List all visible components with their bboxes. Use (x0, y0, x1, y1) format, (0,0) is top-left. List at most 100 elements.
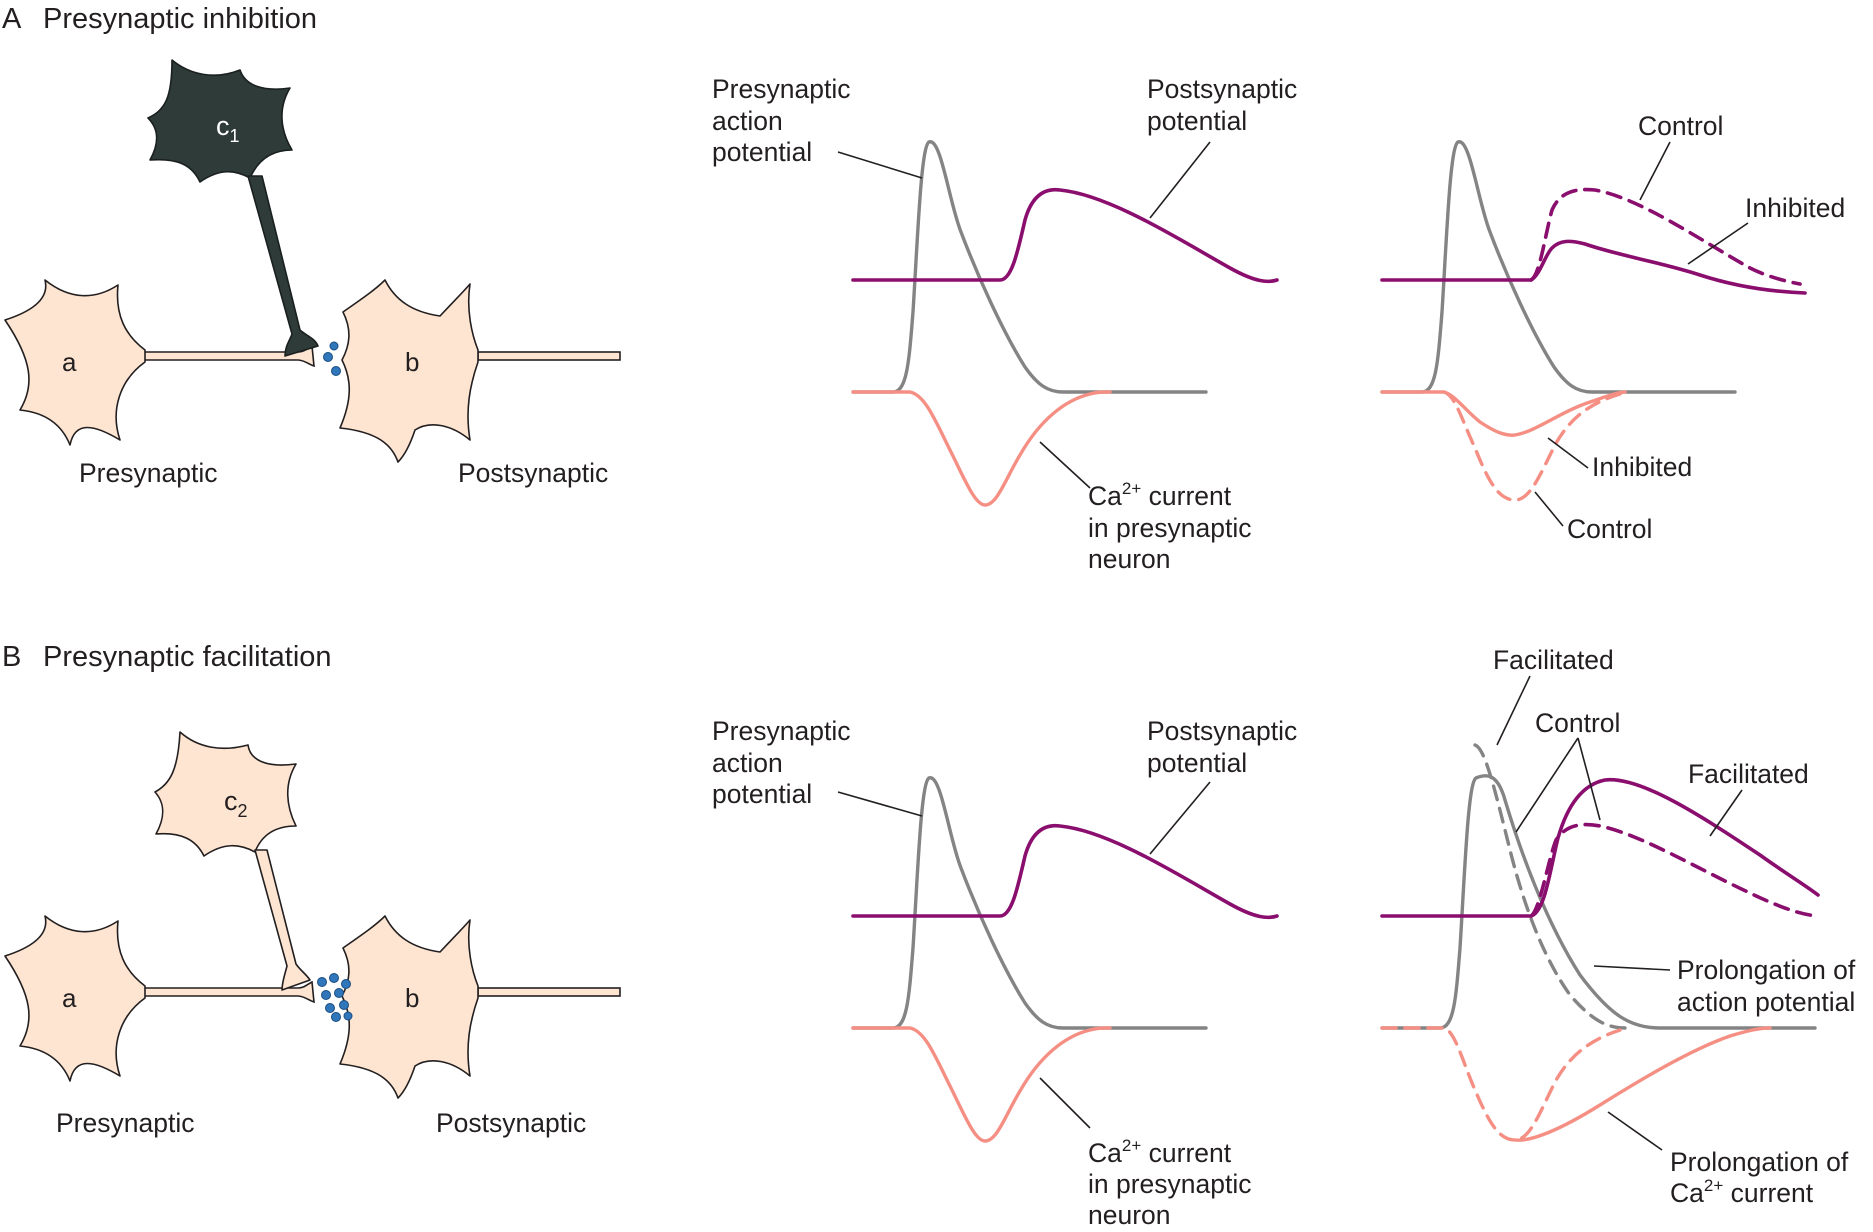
ca-label-line1: Ca2+ current (1088, 1136, 1232, 1168)
presyn-ap-label-line3: potential (712, 779, 812, 809)
calcium-current-trace (851, 1026, 1112, 1143)
inhibited-top-leader (1687, 222, 1749, 265)
facilitated-right-leader (1709, 789, 1743, 837)
cell-c-label: c1 (216, 111, 240, 146)
control-top-leader-left (1515, 737, 1579, 833)
presyn-ap-leader (837, 151, 923, 179)
vesicle (329, 341, 339, 351)
facilitated-right-label: Facilitated (1688, 759, 1809, 789)
axon-a (129, 980, 315, 1004)
ca-label-line2: in presynaptic (1088, 1169, 1252, 1199)
presynaptic-label: Presynaptic (79, 458, 217, 488)
control-psp-dashed (1529, 822, 1820, 918)
vesicle (331, 1012, 341, 1022)
panel-b-title: Presynaptic facilitation (43, 641, 332, 673)
prolongation-ap-leader (1593, 965, 1671, 971)
cell-b-label: b (405, 347, 419, 377)
control-bottom-leader (1534, 491, 1564, 527)
control-action-potential-dashed (1473, 743, 1627, 1030)
ca-label-line1: Ca2+ current (1088, 479, 1232, 511)
postsyn-label-line1: Postsynaptic (1147, 716, 1297, 746)
postsynaptic-potential-trace (851, 187, 1279, 284)
control-calcium-current-dashed (1380, 1026, 1622, 1142)
inhibited-bottom-leader (1547, 437, 1589, 469)
ca-leader (1039, 1077, 1091, 1129)
postsyn-leader (1149, 141, 1211, 219)
control-top-leader-right (1577, 737, 1601, 821)
panel-b-neuron-schematic: a b c2 Presynaptic Postsynaptic (4, 731, 621, 1138)
vesicle (321, 990, 331, 1000)
presynaptic-action-potential-trace (851, 140, 1208, 394)
presyn-ap-label-line3: potential (712, 137, 812, 167)
vesicle (325, 1003, 335, 1013)
postsynaptic-label: Postsynaptic (436, 1108, 586, 1138)
vesicle (339, 1000, 349, 1010)
cell-c-axon-terminal (247, 175, 319, 357)
presyn-ap-label-line2: action (712, 106, 783, 136)
postsynaptic-potential-trace (851, 823, 1279, 920)
panel-a-neuron-schematic: a b c1 Presynaptic Postsynaptic (4, 59, 621, 488)
panel-a-inhibited-traces: Control Inhibited Inhibited Control (1380, 111, 1845, 544)
panel-a-letter: A (2, 3, 22, 35)
panel-b-facilitated-traces: Facilitated Control Facilitated Prolonga… (1380, 645, 1856, 1208)
vesicle (334, 988, 344, 998)
facilitated-psp (1380, 777, 1820, 918)
panel-a-control-traces: Presynaptic action potential Postsynapti… (712, 74, 1297, 574)
postsynaptic-label: Postsynaptic (458, 458, 608, 488)
panel-b-control-traces: Presynaptic action potential Postsynapti… (712, 716, 1297, 1230)
facilitated-top-leader (1496, 675, 1531, 746)
prolongation-ca-leader (1607, 1111, 1663, 1151)
facilitated-top-label: Facilitated (1493, 645, 1614, 675)
ca-label-line2: in presynaptic (1088, 513, 1252, 543)
cell-b-soma (339, 279, 479, 463)
axon-b (477, 987, 621, 997)
prolongation-ca-line1: Prolongation of (1670, 1147, 1849, 1177)
cell-b-soma (339, 915, 479, 1099)
panel-b-letter: B (2, 641, 21, 673)
prolonged-action-potential (1380, 774, 1817, 1030)
presyn-ap-label-line1: Presynaptic (712, 716, 850, 746)
cell-a-soma (4, 915, 146, 1082)
cell-c-axon-terminal (254, 849, 311, 991)
cell-b-label: b (405, 983, 419, 1013)
vesicle (323, 352, 333, 362)
presynaptic-action-potential-trace (1380, 140, 1737, 394)
inhibited-top-label: Inhibited (1745, 193, 1845, 223)
postsyn-label-line1: Postsynaptic (1147, 74, 1297, 104)
ca-label-line3: neuron (1088, 1200, 1171, 1230)
ca-label-line3: neuron (1088, 544, 1171, 574)
inhibited-psp (1380, 239, 1807, 295)
presyn-ap-leader (837, 791, 923, 817)
panel-a-title: Presynaptic inhibition (43, 3, 317, 35)
inhibited-calcium-current (1380, 390, 1627, 437)
calcium-current-trace (851, 390, 1112, 507)
presyn-ap-label-line1: Presynaptic (712, 74, 850, 104)
vesicle (341, 979, 351, 989)
presynaptic-label: Presynaptic (56, 1108, 194, 1138)
cell-a-soma (4, 279, 146, 446)
control-top-label: Control (1535, 708, 1620, 738)
panel-b: B Presynaptic facilitation a b c2 Presyn… (2, 641, 1856, 1230)
prolonged-calcium-current (1513, 1026, 1772, 1142)
prolongation-ap-line2: action potential (1677, 987, 1855, 1017)
vesicle (343, 1011, 353, 1021)
ca-leader (1039, 441, 1091, 489)
postsyn-leader (1149, 781, 1211, 855)
vesicle (331, 366, 341, 376)
cell-a-label: a (62, 347, 77, 377)
control-calcium-current-dashed (1442, 390, 1622, 502)
prolongation-ap-line1: Prolongation of (1677, 955, 1856, 985)
vesicle (317, 977, 327, 987)
presynaptic-action-potential-trace (851, 776, 1208, 1030)
vesicle (329, 973, 339, 983)
prolongation-ca-line2: Ca2+ current (1670, 1176, 1814, 1208)
control-top-leader (1639, 141, 1671, 201)
panel-a: A Presynaptic inhibition a b c1 Presynap… (2, 3, 1845, 574)
inhibited-bottom-label: Inhibited (1592, 452, 1692, 482)
control-top-label: Control (1638, 111, 1723, 141)
postsyn-label-line2: potential (1147, 748, 1247, 778)
presyn-ap-label-line2: action (712, 748, 783, 778)
cell-c-label: c2 (224, 786, 248, 821)
cell-a-label: a (62, 983, 77, 1013)
